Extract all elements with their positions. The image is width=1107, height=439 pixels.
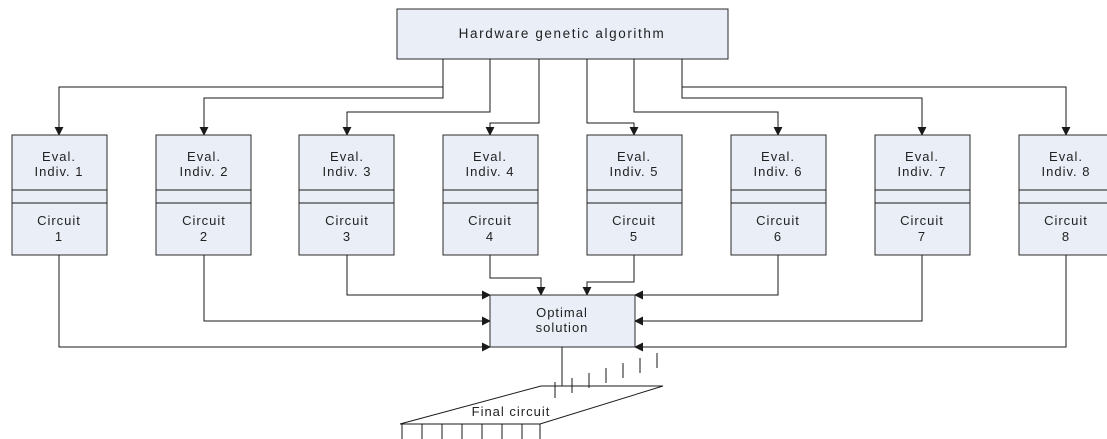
- eval-label-line2: Indiv. 2: [180, 164, 229, 179]
- eval-label-line2: Indiv. 7: [898, 164, 947, 179]
- optimal-solution-label-line1: Optimal: [536, 305, 588, 320]
- circuit-label-line1: Circuit: [37, 213, 81, 228]
- wire-to-indiv-7: [681, 59, 927, 136]
- eval-label-line1: Eval.: [1049, 149, 1083, 164]
- individual-2: Eval. Indiv. 2 Circuit 2: [155, 134, 252, 256]
- eval-label-line1: Eval.: [42, 149, 76, 164]
- circuit-label-line2: 2: [200, 229, 208, 244]
- wire-to-indiv-8: [681, 59, 1071, 136]
- eval-label-line2: Indiv. 5: [610, 164, 659, 179]
- circuit-label-line1: Circuit: [756, 213, 800, 228]
- wire-to-indiv-5: [586, 59, 639, 136]
- wire-to-indiv-4: [485, 59, 540, 136]
- individual-6: Eval. Indiv. 6 Circuit 6: [730, 134, 827, 256]
- wire-from-circuit-3: [346, 255, 491, 300]
- eval-label-line1: Eval.: [473, 149, 507, 164]
- hardware-genetic-algorithm-node: Hardware genetic algorithm: [396, 8, 729, 60]
- circuit-label-line1: Circuit: [325, 213, 369, 228]
- eval-label-line2: Indiv. 6: [754, 164, 803, 179]
- wire-from-circuit-5: [582, 255, 635, 296]
- optimal-solution-label-line2: solution: [536, 320, 589, 335]
- optimal-solution-node: Optimal solution: [489, 294, 636, 348]
- wire-to-indiv-3: [342, 59, 491, 136]
- circuit-label-line2: 7: [918, 229, 926, 244]
- eval-label-line2: Indiv. 8: [1042, 164, 1091, 179]
- individual-1: Eval. Indiv. 1 Circuit 1: [11, 134, 108, 256]
- wire-to-indiv-6: [633, 59, 783, 136]
- wire-from-circuit-4: [489, 255, 546, 296]
- eval-label-line1: Eval.: [330, 149, 364, 164]
- wire-to-indiv-1: [54, 59, 444, 136]
- wire-from-circuit-7: [634, 255, 923, 326]
- wire-from-circuit-8: [634, 255, 1067, 352]
- circuit-label-line1: Circuit: [182, 213, 226, 228]
- final-circuit-chip: Final circuit: [399, 353, 664, 439]
- eval-label-line2: Indiv. 4: [466, 164, 515, 179]
- individual-4: Eval. Indiv. 4 Circuit 4: [442, 134, 539, 256]
- fan-out-wires: [54, 59, 1071, 136]
- individual-5: Eval. Indiv. 5 Circuit 5: [586, 134, 683, 256]
- individual-8: Eval. Indiv. 8 Circuit 8: [1018, 134, 1107, 256]
- circuit-label-line1: Circuit: [900, 213, 944, 228]
- eval-label-line1: Eval.: [617, 149, 651, 164]
- individual-3: Eval. Indiv. 3 Circuit 3: [298, 134, 395, 256]
- eval-label-line1: Eval.: [905, 149, 939, 164]
- final-circuit-label: Final circuit: [472, 404, 551, 419]
- circuit-label-line2: 5: [630, 229, 638, 244]
- eval-label-line2: Indiv. 1: [35, 164, 84, 179]
- eval-label-line2: Indiv. 3: [323, 164, 372, 179]
- wire-to-indiv-2: [199, 59, 444, 136]
- wire-from-circuit-6: [634, 255, 779, 300]
- individual-7: Eval. Indiv. 7 Circuit 7: [874, 134, 971, 256]
- fan-in-wires: [58, 255, 1067, 352]
- eval-label-line1: Eval.: [187, 149, 221, 164]
- chip-pins-bottom: [401, 424, 541, 439]
- circuit-label-line1: Circuit: [468, 213, 512, 228]
- chip-pins-top: [554, 353, 658, 398]
- circuit-label-line2: 4: [486, 229, 494, 244]
- circuit-label-line1: Circuit: [1044, 213, 1088, 228]
- eval-label-line1: Eval.: [761, 149, 795, 164]
- wire-from-circuit-2: [203, 255, 491, 326]
- circuit-label-line2: 6: [774, 229, 782, 244]
- circuit-label-line2: 1: [55, 229, 63, 244]
- wire-from-circuit-1: [58, 255, 491, 352]
- circuit-label-line2: 8: [1062, 229, 1070, 244]
- circuit-label-line2: 3: [343, 229, 351, 244]
- circuit-label-line1: Circuit: [612, 213, 656, 228]
- hardware-genetic-algorithm-label: Hardware genetic algorithm: [459, 26, 666, 41]
